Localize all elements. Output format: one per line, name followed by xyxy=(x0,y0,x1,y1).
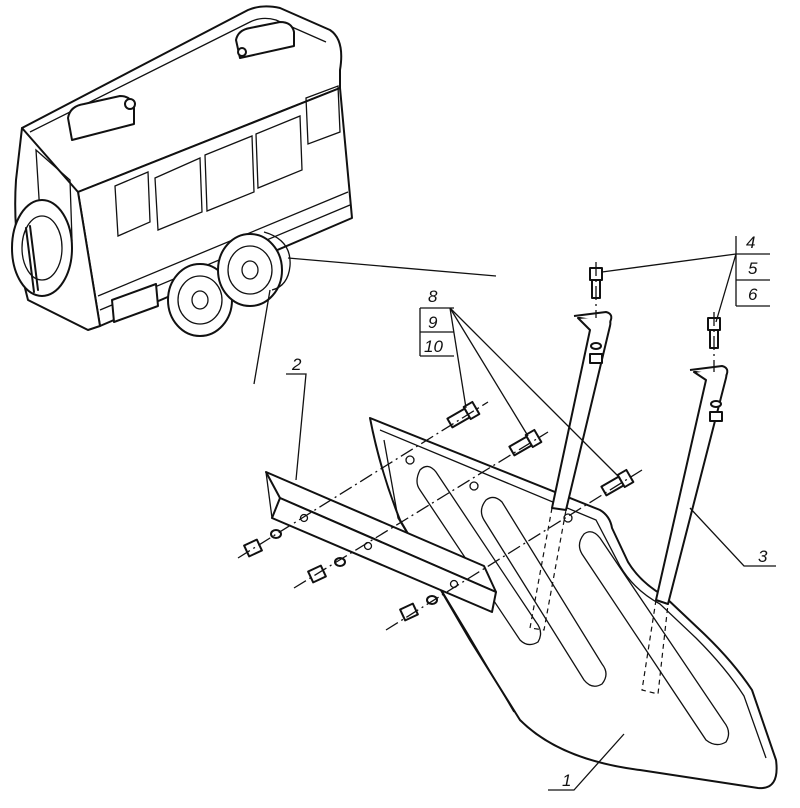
callout-8: 8 xyxy=(428,287,438,306)
callout-2: 2 xyxy=(291,355,302,374)
callout-labels: 4 5 6 8 9 10 2 3 1 xyxy=(286,233,776,791)
callout-10: 10 xyxy=(424,337,443,356)
part-2-strip xyxy=(265,471,497,613)
callout-4: 4 xyxy=(746,233,755,252)
assembly-axis-lines xyxy=(237,262,715,631)
bolts-8-group xyxy=(446,400,635,497)
spare-wheel xyxy=(11,199,73,297)
nuts-washers-group xyxy=(243,529,438,622)
callout-9: 9 xyxy=(428,313,438,332)
callout-1: 1 xyxy=(562,771,571,790)
part-1-guard-plate xyxy=(369,417,778,790)
road-wheels xyxy=(167,233,283,337)
callout-5: 5 xyxy=(748,259,758,278)
detail-projection xyxy=(253,231,497,385)
part-3-brackets xyxy=(529,311,729,695)
callout-6: 6 xyxy=(748,285,758,304)
callout-3: 3 xyxy=(758,547,768,566)
